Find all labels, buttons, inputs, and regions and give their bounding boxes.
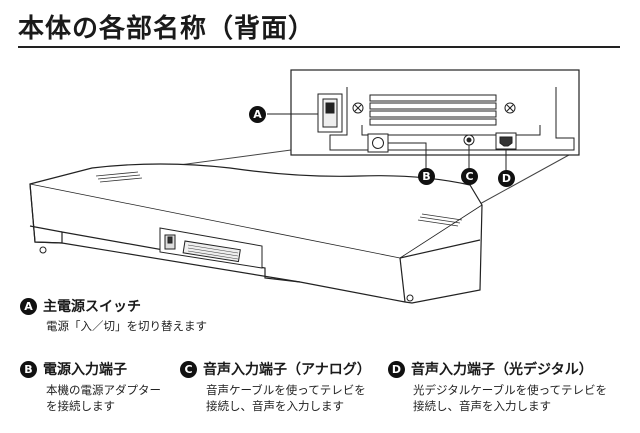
legend-desc-b-line1: 本機の電源アダプター [46, 383, 161, 397]
detail-frame [329, 87, 575, 151]
legend-desc-b-line2: を接続します [46, 399, 115, 413]
legend-heading-b: 電源入力端子 [43, 362, 127, 378]
legend-item-a: A 主電源スイッチ [20, 296, 141, 316]
analog-jack-graphic [463, 134, 475, 146]
legend-desc-b: 本機の電源アダプター を接続します [46, 382, 161, 414]
callout-b-icon: B [418, 168, 435, 185]
callout-d-icon: D [498, 170, 515, 187]
badge-a-icon: A [20, 297, 37, 315]
legend-desc-c: 音声ケーブルを使ってテレビを 接続し、音声を入力します [206, 382, 366, 414]
callout-c-icon: C [461, 168, 478, 185]
legend-item-c: C 音声入力端子（アナログ） [180, 359, 371, 379]
optical-jack-graphic [495, 132, 517, 150]
badge-d-icon: D [388, 360, 405, 378]
badge-b-icon: B [20, 360, 37, 378]
detail-vent [369, 94, 497, 126]
page-title: 本体の各部名称（背面） [18, 14, 316, 44]
rear-connector-panel [159, 227, 263, 269]
badge-c-icon: C [180, 360, 197, 378]
top-vent-left [95, 171, 143, 183]
legend-desc-c-line1: 音声ケーブルを使ってテレビを [206, 383, 366, 397]
legend-item-d: D 音声入力端子（光デジタル） [388, 359, 593, 379]
screw-right [504, 102, 516, 114]
callout-a-icon: A [249, 106, 266, 123]
title-underline [18, 46, 620, 48]
soundbar-body [29, 163, 483, 304]
legend-heading-d: 音声入力端子（光デジタル） [411, 362, 593, 378]
legend-desc-c-line2: 接続し、音声を入力します [206, 399, 344, 413]
dc-input-jack-graphic [367, 133, 389, 153]
legend-item-b: B 電源入力端子 [20, 359, 127, 379]
legend-desc-d-line2: 接続し、音声を入力します [413, 399, 551, 413]
legend-desc-d-line1: 光デジタルケーブルを使ってテレビを [413, 383, 608, 397]
screw-left [352, 102, 364, 114]
power-switch-graphic [317, 93, 343, 133]
legend-desc-a-line1: 電源「入／切」を切り替えます [46, 319, 207, 333]
legend-desc-a: 電源「入／切」を切り替えます [46, 318, 207, 334]
legend-heading-a: 主電源スイッチ [43, 299, 141, 315]
legend-heading-c: 音声入力端子（アナログ） [203, 362, 371, 378]
legend-desc-d: 光デジタルケーブルを使ってテレビを 接続し、音声を入力します [413, 382, 607, 414]
top-vent-right [417, 213, 463, 227]
